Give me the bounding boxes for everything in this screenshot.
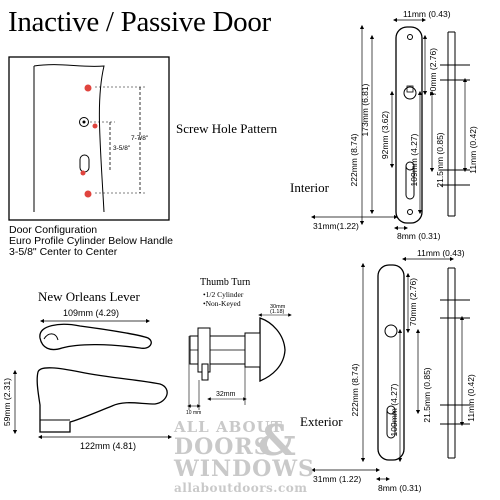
interior-plate-drawing	[395, 26, 470, 224]
thumb-turn-notes: •1/2 Cylinder •Non-Keyed	[203, 290, 243, 308]
lever-side-view	[36, 367, 168, 433]
exterior-dim-70: 70mm (2.76)	[408, 278, 418, 326]
interior-top-width: 11mm (0.43)	[403, 9, 451, 19]
screw-hole-top	[84, 84, 92, 92]
exterior-plate-drawing	[377, 264, 470, 461]
exterior-dim-109: 109mm (4.27)	[389, 383, 399, 436]
interior-dim-70: 70mm (2.76)	[428, 48, 438, 96]
interior-label: Interior	[290, 180, 329, 195]
door-configuration: Door Configuration Euro Profile Cylinder…	[9, 225, 173, 258]
thumb-dim-32: 32mm	[216, 391, 236, 398]
door-config-line-1: Door Configuration	[9, 224, 98, 236]
interior-dim-11-side: 11mm (0.42)	[468, 126, 478, 174]
interior-dim-92: 92mm (3.62)	[380, 111, 390, 159]
screw-pattern-frame	[8, 56, 170, 221]
thumb-turn-drawing	[188, 317, 286, 410]
lever-dim-width: 109mm (4.29)	[63, 308, 120, 318]
interior-dim-8: 8mm (0.31)	[397, 231, 441, 241]
interior-dim-31: 31mm(1.22)	[313, 221, 359, 231]
screw-hole-pattern-label: Screw Hole Pattern	[176, 121, 278, 136]
exterior-top-width: 11mm (0.43)	[417, 248, 465, 258]
logo-url: allaboutdoors.com	[174, 481, 308, 495]
screw-hole-bottom	[84, 190, 92, 198]
exterior-dim-21-5: 21.5mm (0.85)	[422, 367, 432, 422]
cylinder-cutout	[79, 154, 90, 173]
logo-line-2: DOORS	[174, 434, 271, 460]
thumb-dim-30-in: (1.18)	[270, 309, 285, 315]
interior-dim-222: 222mm (8.74)	[349, 133, 359, 186]
thumb-note-2: •Non-Keyed	[203, 299, 241, 308]
exterior-dim-11-side: 11mm (0.42)	[466, 374, 476, 422]
thumb-note-1: •1/2 Cylinder	[203, 290, 244, 299]
door-edge-outline	[33, 64, 105, 213]
interior-dim-21-5: 21.5mm (0.85)	[435, 132, 445, 187]
brand-logo: ALL ABOUT DOORS & WINDOWS allaboutdoors.…	[170, 416, 360, 498]
logo-line-1: ALL ABOUT	[174, 418, 283, 436]
page-title: Inactive / Passive Door	[8, 6, 271, 38]
screw-dim-inner: 3-5/8"	[113, 145, 131, 152]
thumb-dim-10: 10 mm	[186, 410, 201, 416]
lever-dim-height: 59mm (2.31)	[2, 378, 12, 426]
exterior-dim-31: 31mm (1.22)	[313, 474, 362, 484]
logo-ampersand: &	[258, 416, 296, 465]
screw-hole-mid-low	[80, 170, 86, 176]
door-config-line-3: 3-5/8" Center to Center	[9, 246, 118, 258]
lever-dim-length: 122mm (4.81)	[80, 441, 137, 451]
thumb-dim-30: 30mm	[270, 304, 286, 310]
spindle-hole-inner	[82, 120, 86, 124]
lever-top-view	[39, 323, 152, 351]
logo-line-3: WINDOWS	[174, 456, 315, 482]
spindle-hole	[79, 117, 89, 127]
door-config-line-2: Euro Profile Cylinder Below Handle	[9, 235, 173, 247]
screw-hole-mid	[92, 123, 98, 129]
interior-dim-173: 173mm (6.81)	[360, 83, 370, 136]
interior-dim-109: 109mm (4.27)	[409, 133, 419, 186]
exterior-label: Exterior	[300, 414, 343, 429]
exterior-dim-8: 8mm (0.31)	[378, 483, 422, 493]
thumb-turn-label: Thumb Turn	[200, 277, 251, 288]
screw-dim-outer: 7-7/8"	[131, 135, 149, 142]
exterior-dim-222: 222mm (8.74)	[350, 363, 360, 416]
lever-label: New Orleans Lever	[38, 289, 140, 304]
